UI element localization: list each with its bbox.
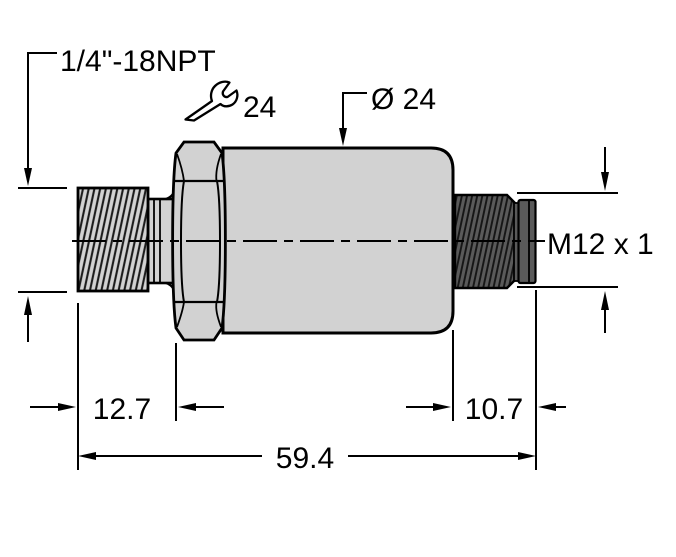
dim-port-length-text: 12.7: [93, 393, 151, 426]
dim-connector-length: 10.7: [406, 393, 566, 426]
dim-total-length: 59.4: [78, 442, 536, 475]
diameter-label-group: Ø 24: [339, 83, 436, 146]
npt-label-group: 1/4"-18NPT: [18, 45, 216, 342]
wrench-icon: [184, 80, 239, 122]
wrench-size-label: 24: [243, 91, 276, 124]
npt-thread: [76, 186, 150, 293]
npt-thread-label: 1/4"-18NPT: [60, 45, 216, 78]
m12-label-group: M12 x 1: [517, 147, 654, 333]
dim-total-length-text: 59.4: [276, 442, 334, 475]
connector-thread-label: M12 x 1: [547, 228, 654, 261]
dim-port-length: 12.7: [30, 393, 224, 426]
dim-connector-length-text: 10.7: [465, 393, 523, 426]
body-diameter-label: Ø 24: [371, 83, 436, 116]
wrench-size-group: 24: [184, 80, 276, 124]
sensor-body: [221, 146, 455, 335]
extension-lines: [77, 290, 537, 470]
